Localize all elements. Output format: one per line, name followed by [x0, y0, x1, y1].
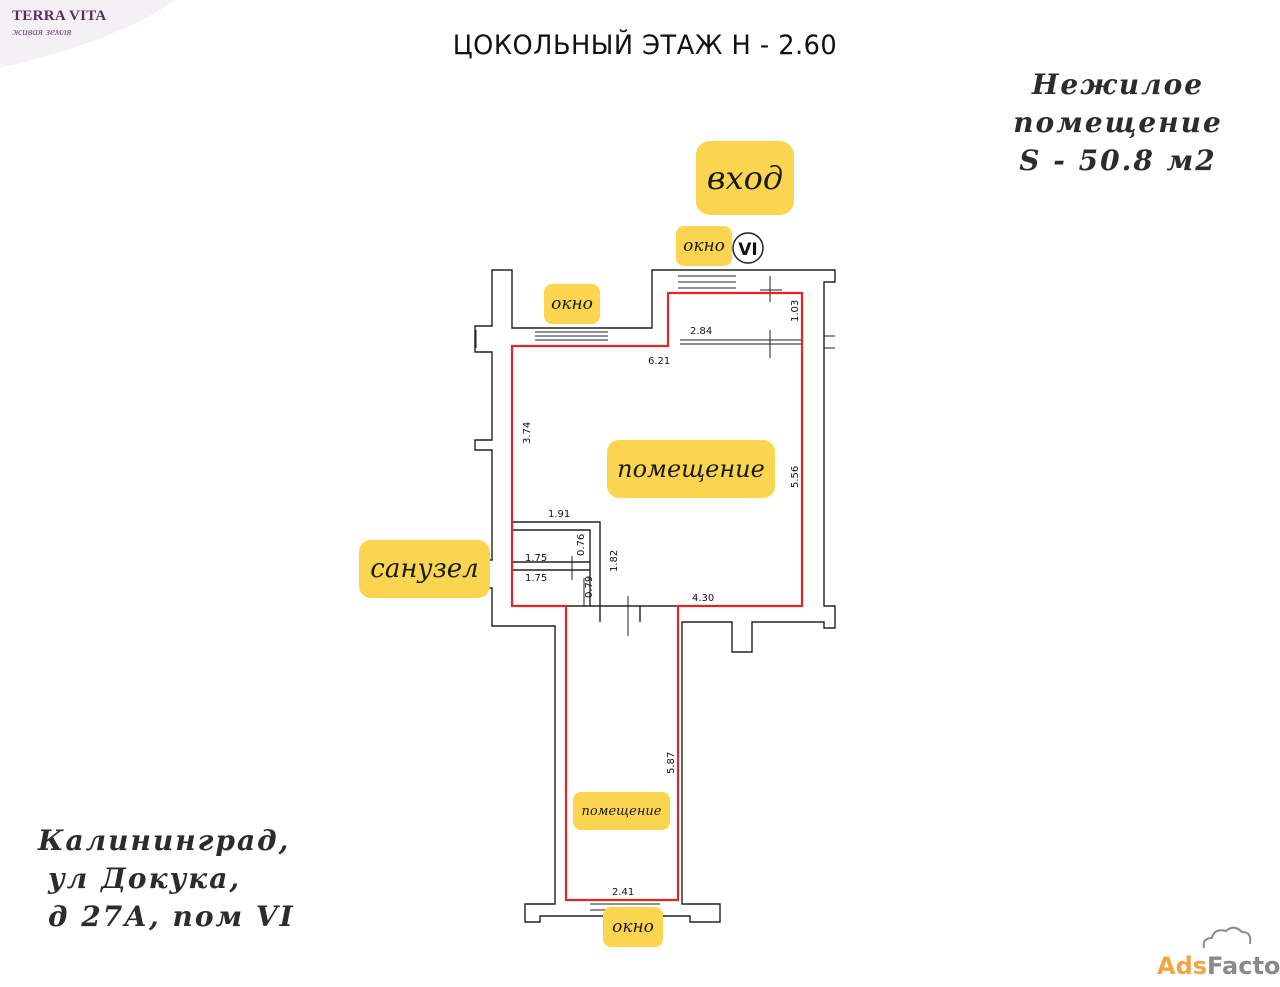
- room-number-label: VI: [738, 240, 757, 260]
- address-block: Калининград, ул Докука, д 27А, пом VI: [38, 822, 295, 936]
- dimension-1-03: 1.03: [790, 300, 801, 322]
- dimension-6-21: 6.21: [648, 356, 670, 367]
- plan-dimensions: 2.84 1.03 6.21 3.74 5.56 1.91 1.75 0.76 …: [522, 300, 801, 898]
- dimension-5-56: 5.56: [790, 466, 801, 488]
- label-entrance: вход: [696, 141, 794, 215]
- watermark: AdsFactory: [1157, 952, 1280, 980]
- dimension-2-41: 2.41: [612, 887, 634, 898]
- dimension-5-87: 5.87: [666, 752, 677, 774]
- label-window-bottom: окно: [603, 907, 663, 947]
- dimension-1-75-bottom: 1.75: [525, 573, 547, 584]
- address-line-1: Калининград,: [38, 824, 291, 857]
- plan-ticks: [475, 276, 835, 636]
- label-bathroom: санузел: [359, 540, 490, 598]
- dimension-4-30: 4.30: [692, 593, 714, 604]
- room-number-circle: [732, 232, 764, 264]
- address-line-3: д 27А, пом VI: [48, 900, 295, 933]
- dimension-1-75-top: 1.75: [525, 553, 547, 564]
- label-corridor-room: помещение: [573, 792, 670, 830]
- info-line-1: Нежилое: [1031, 68, 1205, 101]
- property-info: Нежилое помещение S - 50.8 м2: [1000, 66, 1236, 180]
- info-line-2: помещение: [1013, 106, 1223, 139]
- dimension-3-74: 3.74: [522, 422, 533, 444]
- info-line-3: S - 50.8 м2: [1019, 144, 1217, 177]
- label-window-left: окно: [544, 284, 600, 324]
- label-window-top: окно: [676, 226, 732, 266]
- dimension-1-91: 1.91: [548, 509, 570, 520]
- dimension-1-82: 1.82: [609, 550, 620, 572]
- dimension-0-76: 0.76: [576, 534, 587, 556]
- brand-tagline: живая земля: [12, 26, 72, 38]
- logo-background: [0, 0, 175, 68]
- watermark-part-1: Ads: [1157, 952, 1208, 980]
- watermark-cloud-icon: [1202, 926, 1252, 949]
- dimension-2-84: 2.84: [690, 326, 712, 337]
- label-main-room: помещение: [607, 440, 775, 498]
- address-line-2: ул Докука,: [48, 862, 242, 895]
- plan-outline: [510, 291, 804, 902]
- watermark-part-2: Factory: [1207, 952, 1280, 980]
- dimension-0-79: 0.79: [584, 576, 595, 598]
- brand-name: TERRA VITA: [12, 8, 107, 24]
- page-title: ЦОКОЛЬНЫЙ ЭТАЖ Н - 2.60: [452, 30, 838, 61]
